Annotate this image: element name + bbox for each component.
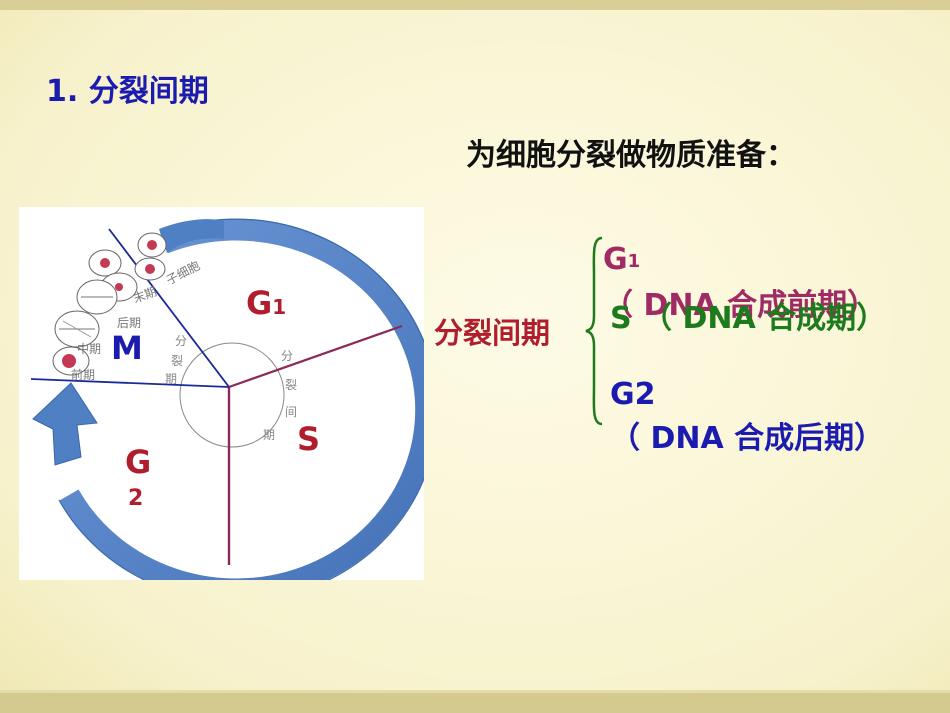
divider-g1-s — [228, 324, 403, 389]
label-interphase-3: 间 — [285, 405, 297, 419]
phase-g2-text: （ DNA 合成后期） — [610, 421, 885, 456]
phase-g1-text: （ DNA 合成前期） — [603, 288, 878, 323]
phase-s-text: （ DNA 合成期） — [631, 301, 887, 336]
chromosome-blob — [62, 354, 76, 368]
label-interphase-4: 期 — [263, 428, 275, 442]
mitosis-cells — [52, 232, 167, 376]
label-interphase-1: 分 — [281, 349, 293, 363]
label-division-2: 裂 — [171, 354, 183, 368]
slide-title: 1. 分裂间期 — [46, 74, 209, 109]
slide-subtitle: 为细胞分裂做物质准备： — [466, 138, 796, 173]
label-metaphase: 中期 — [77, 341, 101, 356]
interphase-label: 分裂间期 — [434, 316, 551, 350]
label-division-1: 分 — [175, 334, 187, 348]
label-prophase: 前期 — [71, 367, 95, 382]
arrow-tail-icon — [159, 219, 224, 253]
spindle-line — [62, 320, 92, 338]
phase-g2-row: G2 （ DNA 合成后期） — [610, 373, 940, 461]
label-s: S — [297, 420, 320, 458]
phase-s-symbol: S — [610, 301, 632, 336]
label-g2-bottom: 2 — [128, 486, 143, 511]
label-m: M — [111, 329, 143, 367]
label-anaphase: 后期 — [117, 316, 141, 330]
cell-cycle-arrowhead — [32, 382, 98, 466]
chromosome-blob — [115, 283, 123, 291]
phase-g1-row: G1 （ DNA 合成前期） — [603, 238, 923, 328]
phase-s-row: S （ DNA 合成期） — [610, 297, 910, 341]
phase-g1-symbol: G — [603, 242, 628, 277]
label-g2-top: G — [125, 443, 151, 481]
cell-cycle-arrow — [59, 218, 424, 580]
chromosome-blob — [100, 258, 110, 268]
chromosome-blob — [145, 264, 155, 274]
slide-bottom-bar — [0, 693, 950, 713]
label-g1: G1 — [246, 284, 286, 322]
label-division-3: 期 — [165, 372, 177, 386]
label-interphase-2: 裂 — [285, 378, 297, 392]
cell-cycle-diagram: 子细胞 末期 后期 中期 前期 分 裂 期 分 裂 间 期 G1 M S G 2 — [19, 207, 424, 580]
slide-bottom-line — [0, 690, 950, 693]
divider-m-g2 — [30, 378, 230, 388]
brace-path — [585, 236, 603, 426]
nucleus-circle — [179, 342, 285, 448]
phase-g2-symbol: G2 — [610, 377, 656, 412]
phase-g1-subscript: 1 — [627, 251, 641, 272]
chromosome-blob — [147, 240, 157, 250]
slide-top-bar — [0, 0, 950, 10]
curly-brace — [585, 236, 603, 426]
cell-cycle-arrow-edge — [58, 218, 424, 580]
divider-m-g1 — [108, 228, 230, 388]
